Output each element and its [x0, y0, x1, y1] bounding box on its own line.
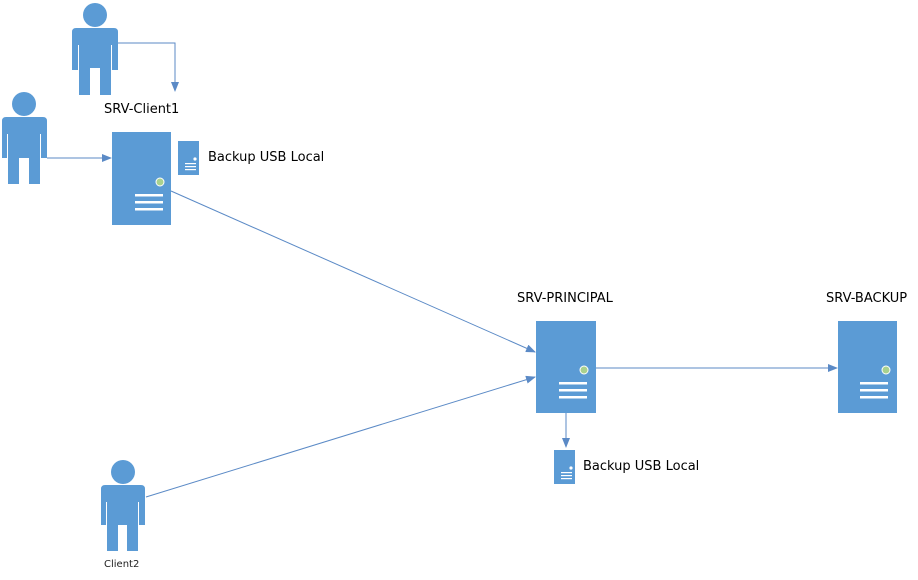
usb-drive-icon-principal[interactable]	[554, 450, 575, 484]
person-icon-user-left[interactable]	[2, 92, 47, 184]
label-usb-client1: Backup USB Local	[208, 150, 325, 165]
server-icon-srv-principal[interactable]	[536, 321, 596, 413]
status-led-icon	[881, 365, 891, 375]
usb-drive-icon-client1[interactable]	[178, 141, 199, 175]
edge-client2-to-srv-principal	[145, 375, 536, 498]
label-srv-principal: SRV-PRINCIPAL	[517, 291, 613, 306]
server-icon-srv-backup[interactable]	[838, 321, 897, 413]
label-srv-client1: SRV-Client1	[104, 102, 180, 117]
person-icon-user-top[interactable]	[72, 3, 118, 95]
label-client2: Client2	[104, 559, 140, 570]
label-usb-principal: Backup USB Local	[583, 459, 700, 474]
person-icon-client2[interactable]	[101, 460, 145, 551]
edge-srv-client1-to-srv-principal	[170, 190, 536, 353]
status-led-icon	[579, 365, 589, 375]
edge-user-top-to-srv-client1	[118, 42, 179, 92]
label-srv-backup: SRV-BACKUP	[826, 291, 908, 306]
edges	[47, 42, 838, 498]
status-led-icon	[155, 177, 165, 187]
server-icon-srv-client1[interactable]	[112, 132, 171, 225]
